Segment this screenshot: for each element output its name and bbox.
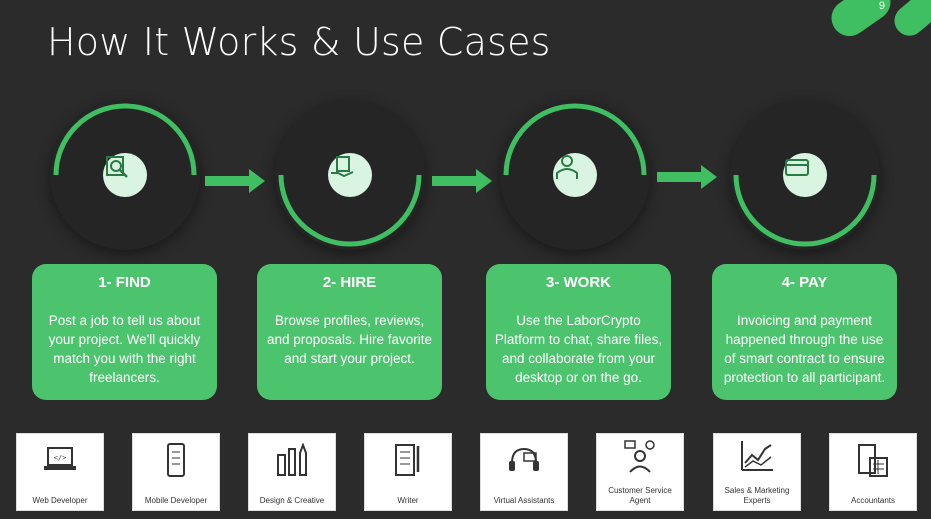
step-ring-hire (275, 100, 425, 250)
worker-icon (553, 153, 597, 197)
step-title: 2- HIRE (322, 274, 377, 291)
corner-accent-shape (824, 0, 898, 44)
step-description: Post a job to tell us about your project… (48, 313, 201, 385)
step-title: 1- FIND (98, 274, 151, 291)
step-description: Browse profiles, reviews, and proposals.… (266, 313, 433, 366)
calculator-icon (830, 440, 916, 480)
step-card-find: 1- FIND Post a job to tell us about your… (32, 264, 217, 400)
use-case-label: Web Developer (32, 496, 88, 505)
use-case-mobile-developer: Mobile Developer (132, 433, 220, 511)
step-description: Invoicing and payment happened through t… (723, 313, 886, 385)
step-ring-find (50, 100, 200, 250)
svg-text:</>: </> (54, 454, 67, 462)
use-case-label: Mobile Developer (144, 496, 208, 505)
step-description: Use the LaborCrypto Platform to chat, sh… (494, 313, 663, 385)
use-case-label: Design & Creative (259, 496, 325, 505)
use-case-web-developer: </> Web Developer (16, 433, 104, 511)
use-case-writer: Writer (364, 433, 452, 511)
use-case-design-creative: Design & Creative (248, 433, 336, 511)
arrow-right-icon (657, 165, 717, 189)
payment-card-icon (783, 153, 827, 197)
laptop-code-icon: </> (17, 440, 103, 480)
arrow-right-icon (205, 169, 265, 193)
corner-accent-shape-2 (888, 0, 931, 42)
slide-title: How It Works & Use Cases (47, 20, 551, 64)
use-case-customer-service-agent: Customer Service Agent (596, 433, 684, 511)
step-title: 4- PAY (781, 274, 828, 291)
step-card-work: 3- WORK Use the LaborCrypto Platform to … (486, 264, 671, 400)
step-card-hire: 2- HIRE Browse profiles, reviews, and pr… (257, 264, 442, 400)
chart-growth-icon (714, 436, 800, 476)
design-tools-icon (249, 440, 335, 480)
page-number: 9 (878, 0, 885, 12)
use-case-label: Sales & Marketing Experts (724, 486, 790, 505)
arrow-right-icon (432, 169, 492, 193)
use-case-label: Accountants (850, 496, 896, 505)
step-ring-pay (730, 100, 880, 250)
step-title: 3- WORK (546, 274, 611, 291)
writer-notepad-icon (365, 440, 451, 480)
mobile-code-icon (133, 440, 219, 480)
use-case-label: Virtual Assistants (493, 496, 555, 505)
headset-icon (481, 440, 567, 480)
step-ring-work (500, 100, 650, 250)
use-case-label: Writer (397, 496, 419, 505)
use-case-accountants: Accountants (829, 433, 917, 511)
search-resume-icon (103, 153, 147, 197)
customer-service-icon (597, 436, 683, 476)
use-case-sales-marketing: Sales & Marketing Experts (713, 433, 801, 511)
hire-hand-icon (328, 153, 372, 197)
use-case-label: Customer Service Agent (608, 486, 672, 505)
step-card-pay: 4- PAY Invoicing and payment happened th… (712, 264, 897, 400)
use-case-virtual-assistants: Virtual Assistants (480, 433, 568, 511)
